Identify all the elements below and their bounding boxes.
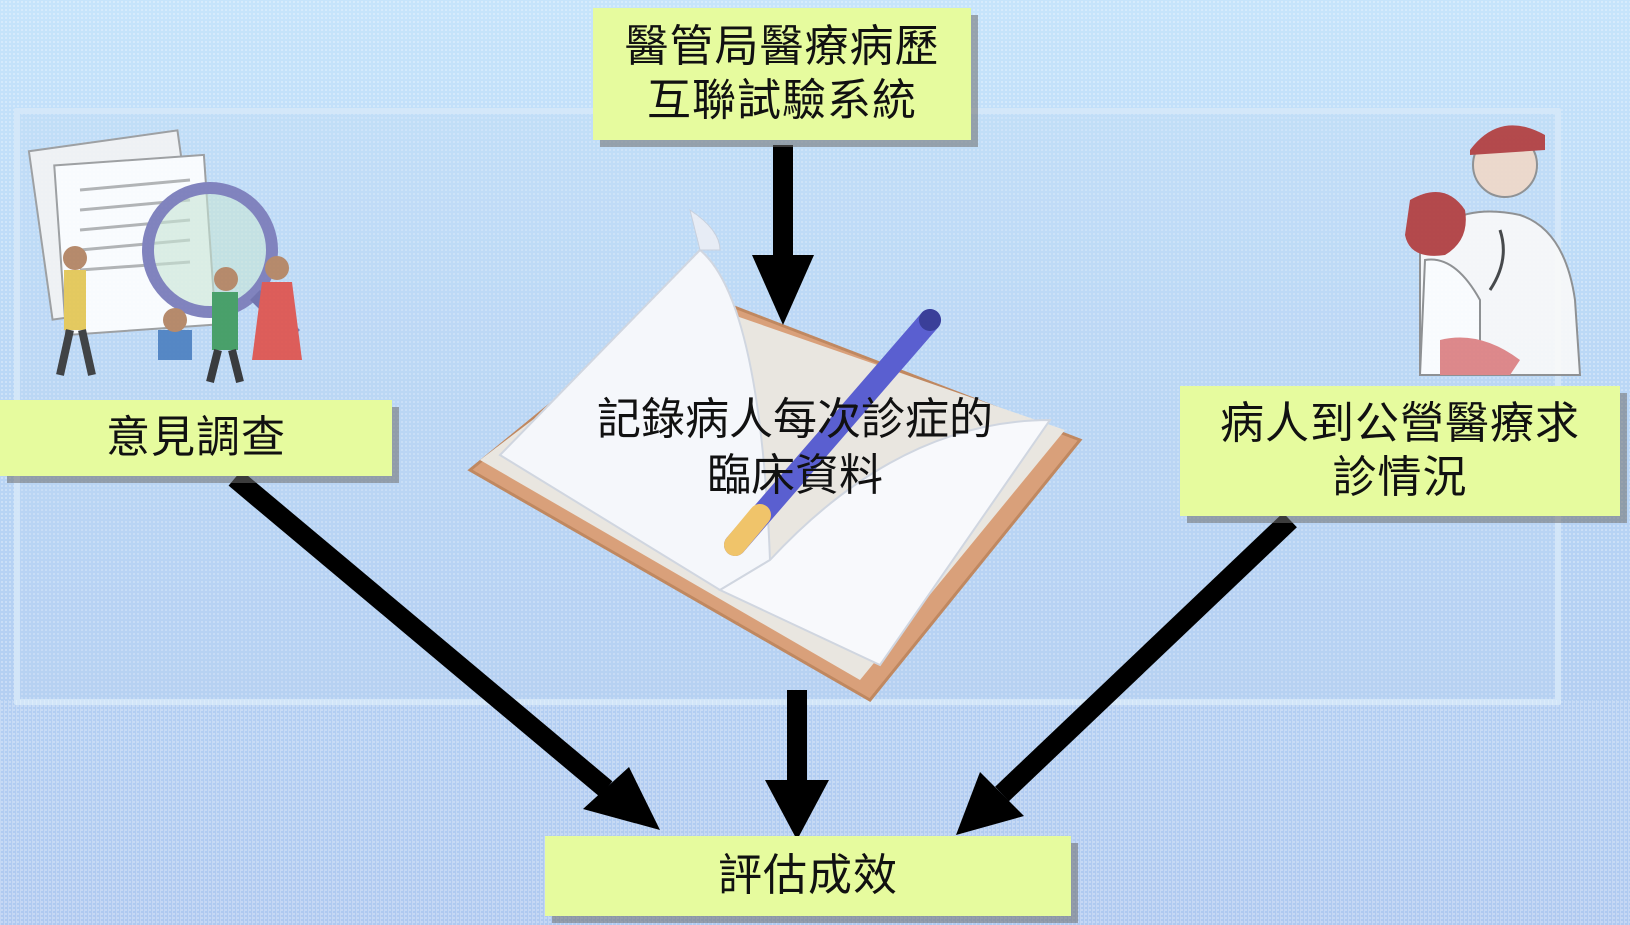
node-ehr-system: 醫管局醫療病歷 互聯試驗系統	[593, 8, 971, 140]
arrow-left-to-bottom	[228, 470, 613, 797]
open-book-icon	[467, 208, 1083, 702]
node-evaluate-label: 評估成效	[718, 850, 898, 901]
node-clinical-records-line1: 記錄病人每次診症的	[597, 394, 993, 445]
node-clinical-records: 記錄病人每次診症的 臨床資料	[560, 392, 1030, 504]
people-magnifier-icon	[27, 129, 302, 383]
arrow-right-to-bottom	[995, 512, 1297, 802]
node-evaluate: 評估成效	[545, 836, 1071, 916]
node-patient-visits: 病人到公營醫療求 診情況	[1180, 386, 1620, 516]
node-patient-visits-line1: 病人到公營醫療求	[1220, 398, 1580, 449]
node-survey: 意見調查	[0, 400, 392, 476]
node-patient-visits-line2: 診情況	[1332, 452, 1468, 503]
arrowhead-top	[752, 255, 814, 325]
node-clinical-records-line2: 臨床資料	[707, 450, 883, 501]
arrowhead-right	[956, 772, 1024, 835]
node-ehr-system-line2: 互聯試驗系統	[647, 75, 917, 126]
node-survey-label: 意見調查	[106, 412, 286, 463]
doctor-patient-icon	[1405, 125, 1582, 376]
node-ehr-system-line1: 醫管局醫療病歷	[624, 21, 940, 72]
arrowhead-center	[765, 780, 829, 840]
arrowhead-left	[583, 767, 660, 830]
